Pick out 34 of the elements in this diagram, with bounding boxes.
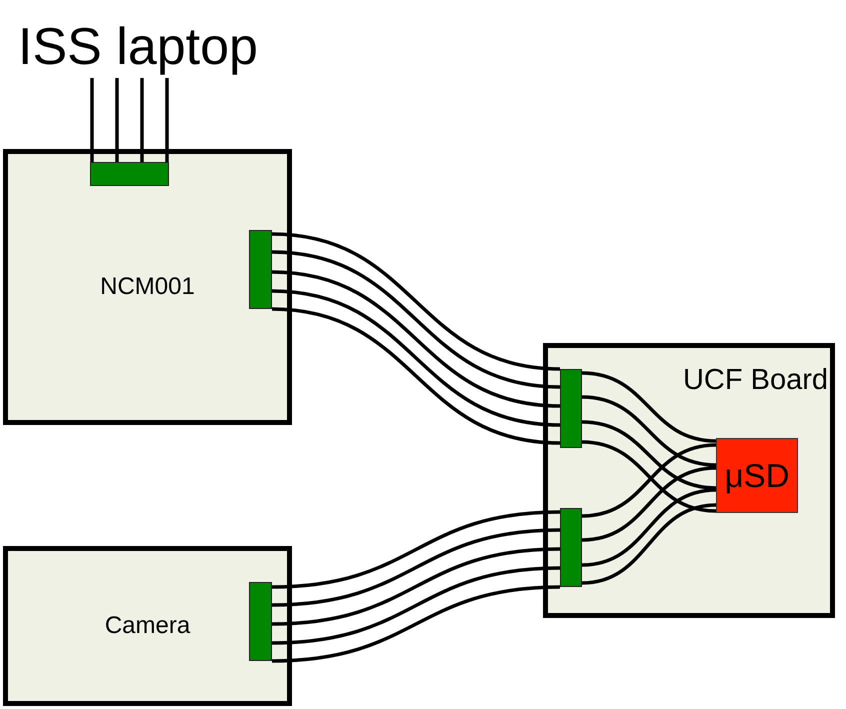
- module-box: [543, 343, 835, 618]
- wire: [272, 250, 560, 389]
- device-label: ISS laptop: [18, 16, 288, 78]
- wire: [272, 566, 560, 645]
- connector-strip: [90, 162, 169, 186]
- wire: [582, 503, 716, 585]
- box-label: μSD: [724, 456, 790, 494]
- wire: [582, 371, 716, 443]
- wire: [165, 78, 169, 162]
- wire: [272, 289, 560, 427]
- wire: [272, 232, 560, 371]
- module-box: [3, 149, 292, 425]
- box-label: Camera: [104, 612, 192, 640]
- wire: [272, 547, 560, 626]
- wire: [90, 78, 94, 162]
- module-box: [3, 546, 292, 706]
- wire: [272, 307, 560, 445]
- box-label: UCF Board: [682, 364, 828, 397]
- connector-strip: [249, 582, 272, 661]
- connector-strip: [560, 508, 582, 587]
- connector-strip: [249, 230, 272, 309]
- wire: [272, 510, 560, 589]
- wire: [582, 395, 716, 467]
- memory-card-slot: [716, 438, 798, 513]
- wire: [582, 466, 716, 542]
- wire: [272, 528, 560, 607]
- box-label: NCM001: [99, 273, 196, 301]
- connector-strip: [560, 369, 582, 448]
- wire: [115, 78, 119, 162]
- wire: [272, 585, 560, 663]
- wire: [582, 420, 716, 490]
- wire: [140, 78, 144, 162]
- wire: [582, 488, 716, 567]
- wire: [272, 270, 560, 408]
